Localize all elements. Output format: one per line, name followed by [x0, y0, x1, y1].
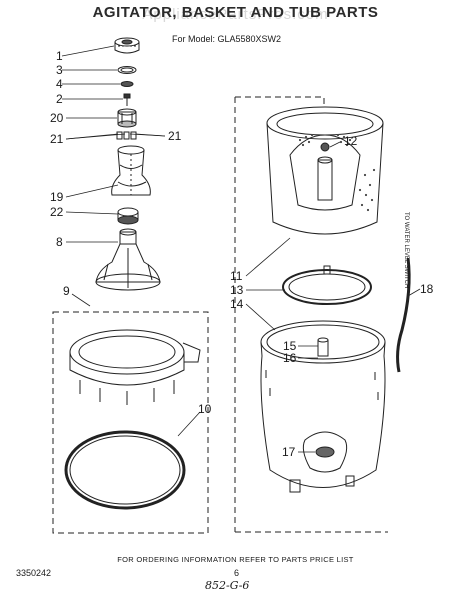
- part-agitator-auger: [111, 145, 151, 196]
- callout-15: 15: [283, 339, 297, 353]
- part-agitator-cap: [114, 37, 140, 54]
- part-outer-tub: [260, 320, 386, 493]
- page-number: 6: [234, 568, 240, 578]
- callout-19: 19: [50, 190, 64, 204]
- part-seal-ring-inner: [120, 67, 134, 73]
- model-line: For Model: GLA5580XSW2: [172, 34, 282, 44]
- part-tub-gasket: [64, 430, 186, 510]
- group-outline-right-top: [235, 96, 325, 105]
- callout-11: 11: [230, 269, 243, 283]
- callout-21-right: 21: [168, 129, 182, 143]
- diagram-title: AGITATOR, BASKET AND TUB PARTS: [92, 4, 379, 21]
- callout-4: 4: [56, 77, 63, 91]
- part-bolt: [123, 93, 131, 106]
- ordering-note: FOR ORDERING INFORMATION REFER TO PARTS …: [117, 555, 354, 564]
- callout-20: 20: [50, 111, 64, 125]
- basket-perforations: [298, 133, 376, 212]
- callout-10: 10: [198, 402, 212, 416]
- part-drive-block: [117, 108, 137, 128]
- callout-16: 16: [283, 351, 297, 365]
- callout-2: 2: [56, 92, 63, 106]
- callout-21-left: 21: [50, 132, 64, 146]
- document-code: 3350242: [16, 568, 52, 578]
- part-agitator-dogs: [116, 131, 137, 140]
- callout-1: 1: [56, 49, 63, 63]
- watermark-text: AppliancePartsPros.com: [142, 6, 329, 23]
- part-center-post: [302, 431, 348, 473]
- part-washer: [120, 81, 134, 87]
- part-drive-ring: [282, 265, 372, 305]
- part-cam-ring: [117, 207, 139, 225]
- callout-14: 14: [230, 297, 244, 311]
- callout-17: 17: [282, 445, 296, 459]
- callout-8: 8: [56, 235, 63, 249]
- callout-12: 12: [344, 134, 358, 148]
- leader-lines: [61, 45, 421, 453]
- part-water-level-hose: [396, 257, 411, 373]
- part-seal-ring: [117, 66, 137, 74]
- handwritten-note: 852-G-6: [205, 579, 250, 592]
- callout-3: 3: [56, 63, 63, 77]
- water-level-label: TO WATER LEVEL SWITCH: [403, 212, 409, 289]
- callout-22: 22: [50, 205, 64, 219]
- group-outline-left: [52, 311, 209, 534]
- part-spin-basket: [266, 106, 384, 235]
- callout-18: 18: [420, 282, 434, 296]
- callout-13: 13: [230, 283, 244, 297]
- part-agitator-base: [95, 228, 161, 291]
- part-tub-ring: [69, 329, 201, 405]
- callout-9: 9: [63, 284, 70, 298]
